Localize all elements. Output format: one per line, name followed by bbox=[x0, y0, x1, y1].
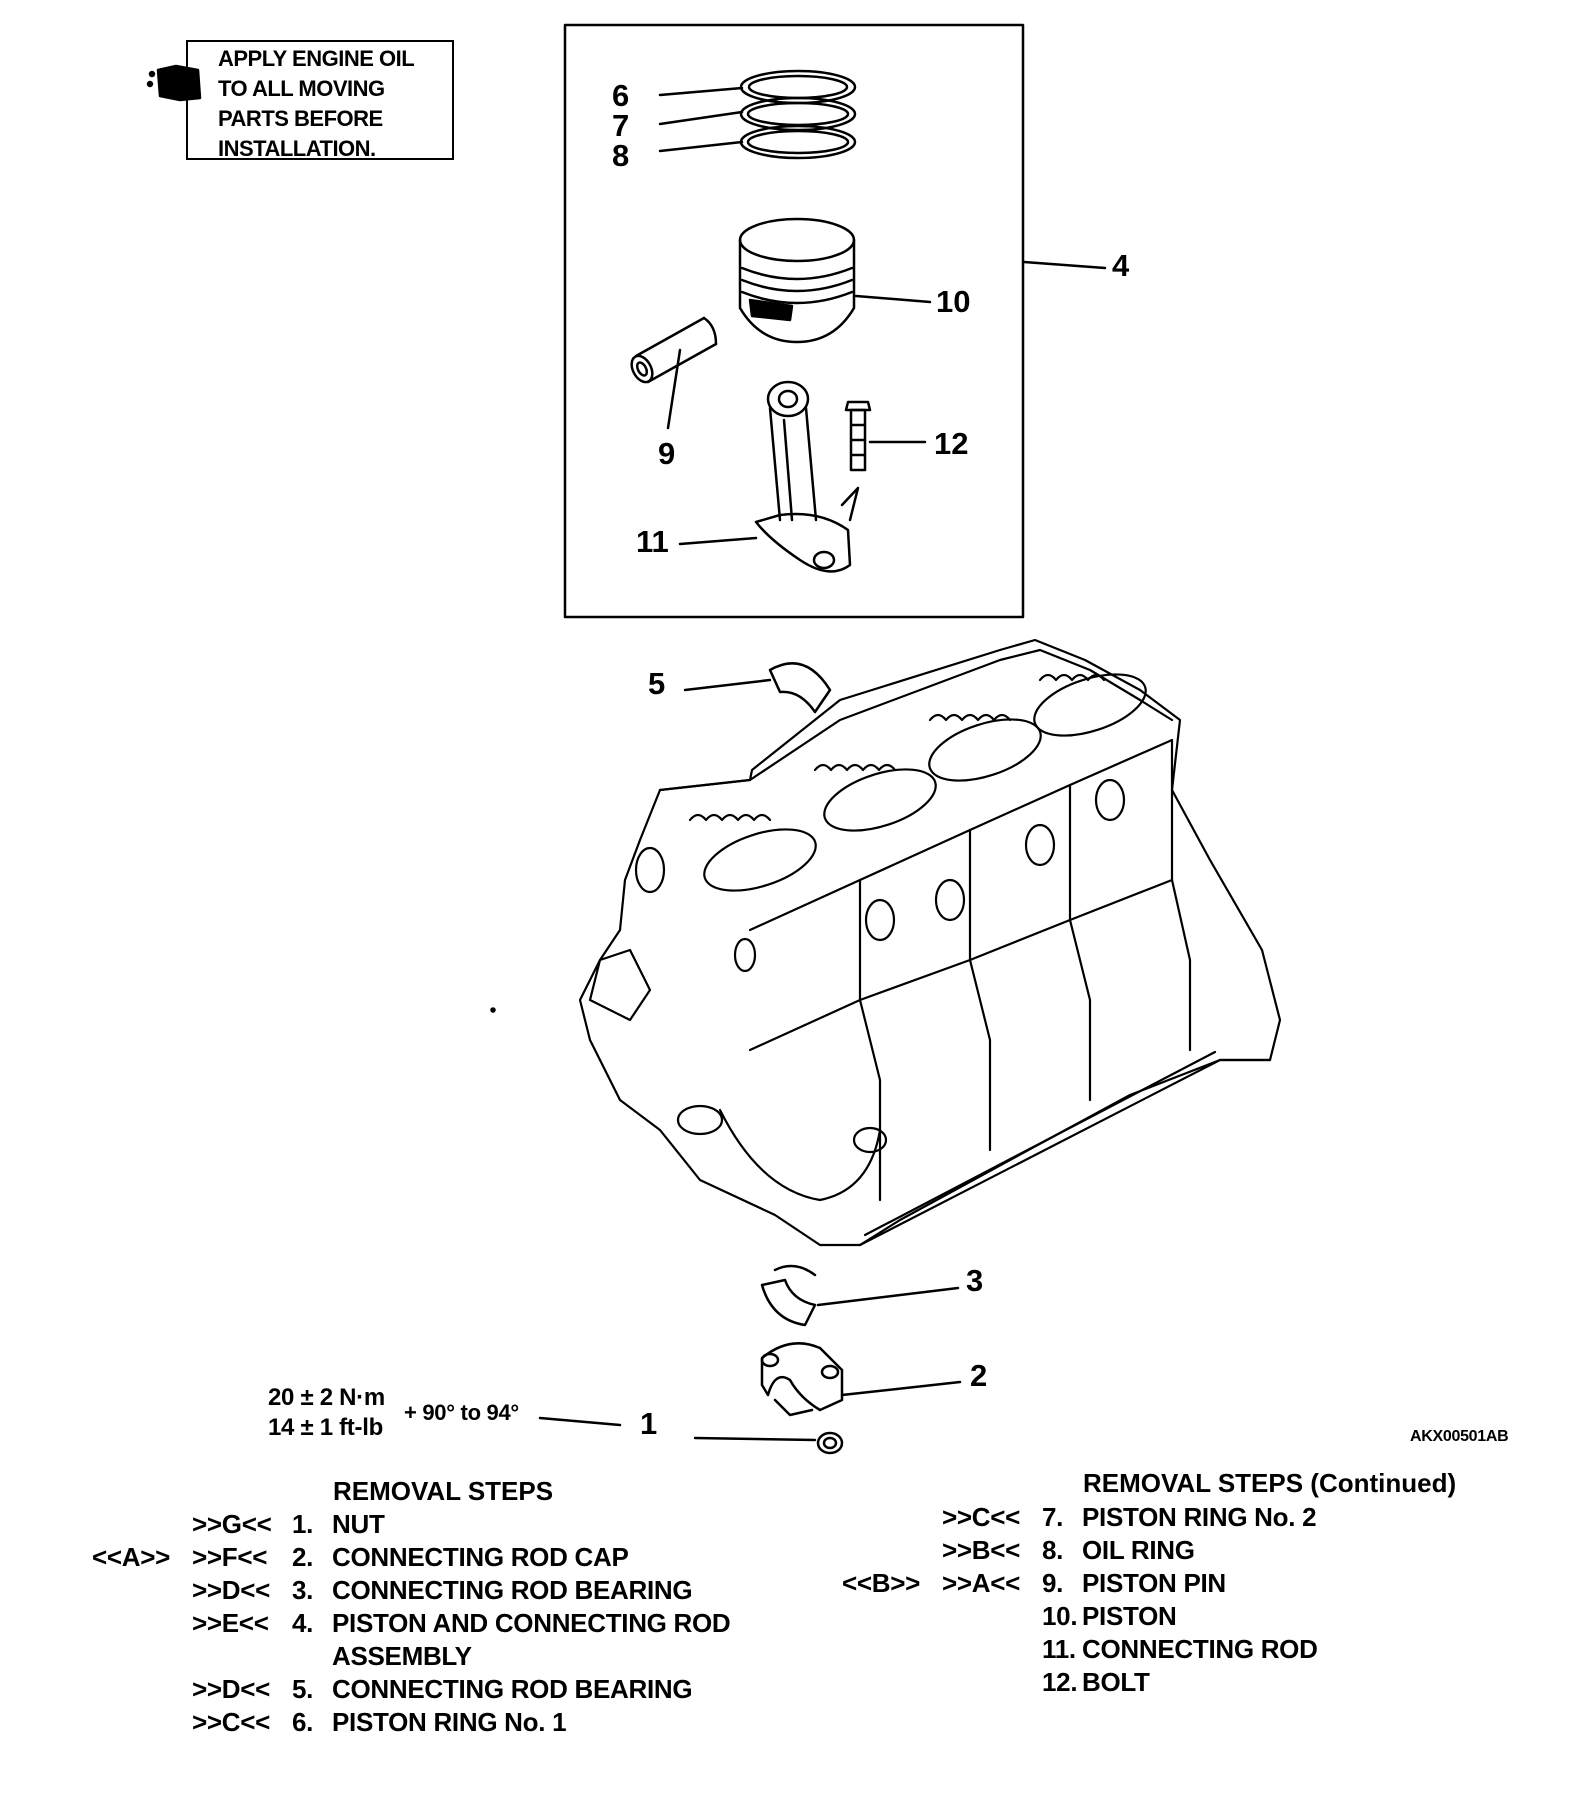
callout-7: 7 bbox=[612, 108, 630, 143]
step-text: PISTON bbox=[1082, 1601, 1177, 1631]
step-pre-tag: <<B>> bbox=[842, 1568, 921, 1598]
step-number: 4. bbox=[292, 1608, 314, 1638]
oil-can-icon bbox=[146, 64, 202, 102]
callout-11: 11 bbox=[636, 524, 669, 559]
step-tag: >>E<< bbox=[192, 1608, 269, 1638]
piston-pin bbox=[630, 316, 718, 384]
torque-ftlb: 14 ± 1 ft-lb bbox=[268, 1414, 383, 1441]
removal-steps-continued-title: REMOVAL STEPS (Continued) bbox=[1083, 1468, 1457, 1498]
callout-3: 3 bbox=[966, 1263, 984, 1298]
figure-code: AKX00501AB bbox=[1410, 1428, 1509, 1445]
step-tag: >>D<< bbox=[192, 1575, 271, 1605]
callout-1: 1 bbox=[640, 1406, 658, 1441]
note-line: TO ALL MOVING bbox=[218, 76, 385, 101]
cylinder-block bbox=[578, 638, 1282, 1247]
torque-angle: + 90° to 94° bbox=[404, 1400, 519, 1425]
note-line: APPLY ENGINE OIL bbox=[218, 46, 415, 71]
step-text: ASSEMBLY bbox=[332, 1641, 472, 1671]
callout-4: 4 bbox=[1112, 248, 1130, 283]
nut bbox=[816, 1431, 844, 1455]
bolt bbox=[840, 400, 872, 522]
note-line: PARTS BEFORE bbox=[218, 106, 383, 131]
step-number: 7. bbox=[1042, 1502, 1064, 1532]
connecting-rod bbox=[754, 380, 852, 573]
step-text: CONNECTING ROD BEARING bbox=[332, 1575, 693, 1605]
callout-5: 5 bbox=[648, 666, 666, 701]
callout-12: 12 bbox=[934, 426, 969, 461]
note-line: INSTALLATION. bbox=[218, 136, 376, 161]
step-text: PISTON RING No. 2 bbox=[1082, 1502, 1317, 1532]
step-number: 1. bbox=[292, 1509, 314, 1539]
callout-2: 2 bbox=[970, 1358, 988, 1393]
connecting-rod-bearing-upper bbox=[768, 662, 832, 714]
callout-10: 10 bbox=[936, 284, 971, 319]
removal-steps-title: REMOVAL STEPS bbox=[333, 1476, 554, 1506]
step-tag: >>G<< bbox=[192, 1509, 272, 1539]
step-number: 2. bbox=[292, 1542, 314, 1572]
step-text: CONNECTING ROD CAP bbox=[332, 1542, 629, 1572]
step-number: 12. bbox=[1042, 1667, 1078, 1697]
step-text: PISTON RING No. 1 bbox=[332, 1707, 567, 1737]
step-tag: >>C<< bbox=[192, 1707, 271, 1737]
step-tag: >>A<< bbox=[942, 1568, 1021, 1598]
step-text: CONNECTING ROD bbox=[1082, 1634, 1318, 1664]
piston-rings bbox=[739, 69, 857, 160]
connecting-rod-cap bbox=[760, 1342, 844, 1417]
step-text: PISTON AND CONNECTING ROD bbox=[332, 1608, 731, 1638]
step-number: 6. bbox=[292, 1707, 314, 1737]
step-tag: >>D<< bbox=[192, 1674, 271, 1704]
step-number: 9. bbox=[1042, 1568, 1064, 1598]
step-number: 8. bbox=[1042, 1535, 1064, 1565]
connecting-rod-bearing-lower bbox=[760, 1264, 817, 1327]
step-tag: >>F<< bbox=[192, 1542, 268, 1572]
step-text: CONNECTING ROD BEARING bbox=[332, 1674, 693, 1704]
step-text: BOLT bbox=[1082, 1667, 1150, 1697]
step-number: 3. bbox=[292, 1575, 314, 1605]
piston-assembly-box bbox=[563, 23, 1025, 619]
callout-6: 6 bbox=[612, 78, 630, 113]
lubrication-note: APPLY ENGINE OIL TO ALL MOVING PARTS BEF… bbox=[186, 40, 454, 161]
step-number: 11. bbox=[1042, 1634, 1076, 1664]
step-tag: >>B<< bbox=[942, 1535, 1021, 1565]
piston bbox=[738, 217, 856, 344]
callout-8: 8 bbox=[612, 138, 630, 173]
step-pre-tag: <<A>> bbox=[92, 1542, 171, 1572]
step-tag: >>C<< bbox=[942, 1502, 1021, 1532]
step-text: NUT bbox=[332, 1509, 385, 1539]
step-number: 10. bbox=[1042, 1601, 1078, 1631]
callout-9: 9 bbox=[658, 436, 676, 471]
step-text: PISTON PIN bbox=[1082, 1568, 1226, 1598]
step-number: 5. bbox=[292, 1674, 314, 1704]
step-text: OIL RING bbox=[1082, 1535, 1195, 1565]
torque-nm: 20 ± 2 N·m bbox=[268, 1384, 385, 1411]
